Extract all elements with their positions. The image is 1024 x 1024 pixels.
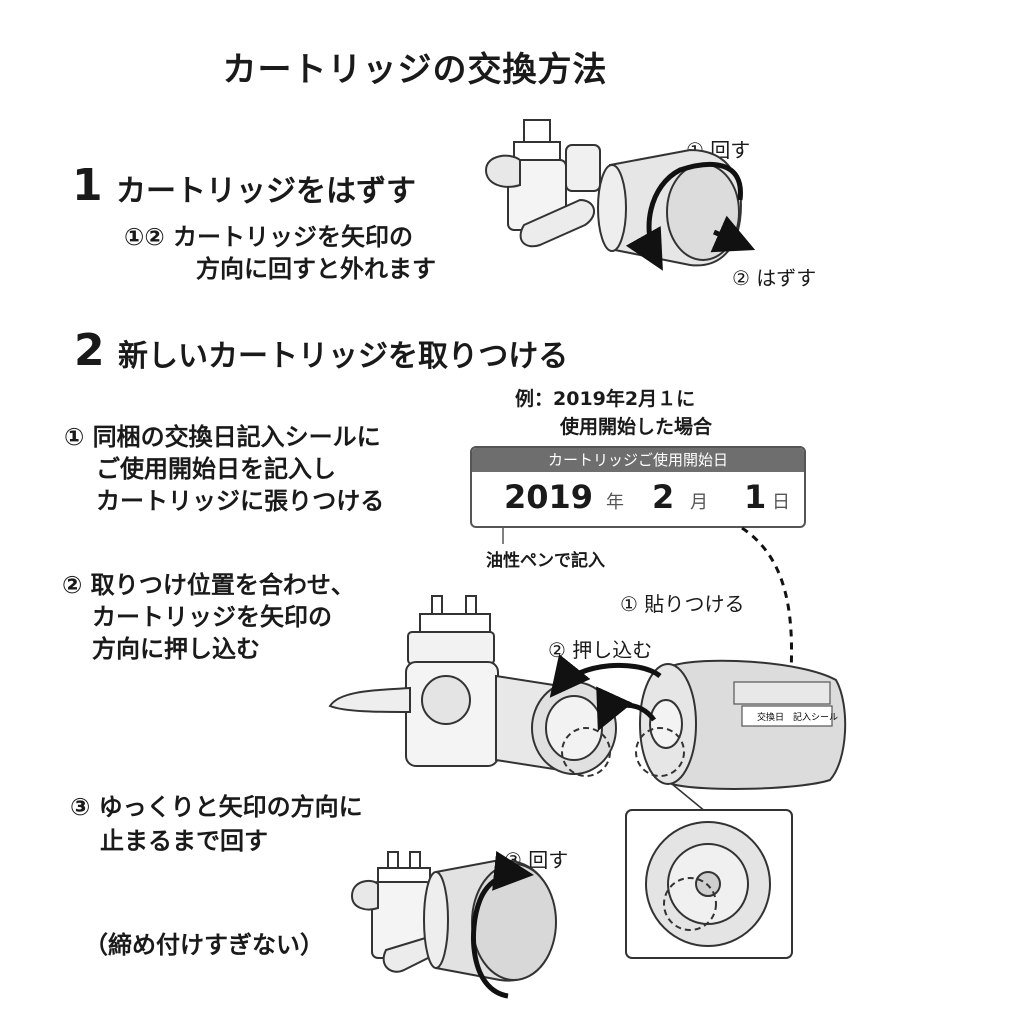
sub1-line3: カートリッジに張りつける (96, 487, 385, 515)
sub2-line2: カートリッジを矢印の (92, 603, 332, 631)
sticker-day: 1 (744, 478, 767, 516)
detail-inset (625, 809, 793, 959)
step1-instruction-line1: ①② カートリッジを矢印の (124, 223, 413, 251)
sticker-day-unit: 日 (772, 492, 790, 513)
turn-arrow (470, 850, 534, 999)
pen-note: 油性ペンで記入 (486, 551, 605, 571)
example-line1: 例：2019年2月１に (515, 388, 696, 410)
cartridge-sticker-label: 交換日 記入シール (757, 711, 838, 723)
sub1-line2: ご使用開始日を記入し (96, 455, 336, 483)
step1-faucet-illustration (484, 119, 601, 248)
sticker-month: 2 (652, 478, 675, 516)
step1-heading: カートリッジをはずす (116, 174, 416, 209)
sub3-line1: ③ ゆっくりと矢印の方向に (70, 793, 363, 821)
push-arrow-upper (549, 654, 662, 698)
sub2-line1: ② 取りつけ位置を合わせ、 (62, 571, 355, 599)
start-date-sticker: カートリッジご使用開始日 2019 年 2 月 1 日 (470, 446, 806, 528)
step2-faucet-illustration (328, 595, 617, 777)
tighten-note: （締め付けすぎない） (84, 931, 324, 959)
example-line2: 使用開始した場合 (560, 416, 713, 438)
page-title: カートリッジの交換方法 (222, 50, 608, 90)
rotate-arrow (625, 162, 743, 271)
sub3-line2: 止まるまで回す (100, 827, 268, 855)
step1-number: 1 (72, 160, 103, 211)
sub2-line3: 方向に押し込む (92, 635, 260, 663)
remove-arrow (710, 215, 756, 253)
sticker-year: 2019 (504, 478, 594, 516)
sticker-header: カートリッジご使用開始日 (472, 448, 804, 472)
sticker-year-unit: 年 (606, 492, 624, 513)
step2-cartridge (635, 659, 847, 790)
step2-number: 2 (74, 325, 105, 376)
stick-dashed-arrow (741, 526, 804, 696)
sticker-month-unit: 月 (690, 492, 708, 513)
step2-heading: 新しいカートリッジを取りつける (118, 339, 569, 374)
label-stick: ① 貼りつける (620, 592, 745, 616)
label-remove: ② はずす (732, 266, 817, 290)
step3-cartridge (423, 858, 557, 982)
step1-instruction-line2: 方向に回すと外れます (196, 255, 436, 283)
sub1-line1: ① 同梱の交換日記入シールに (64, 423, 381, 451)
push-arrow-lower (596, 686, 657, 732)
